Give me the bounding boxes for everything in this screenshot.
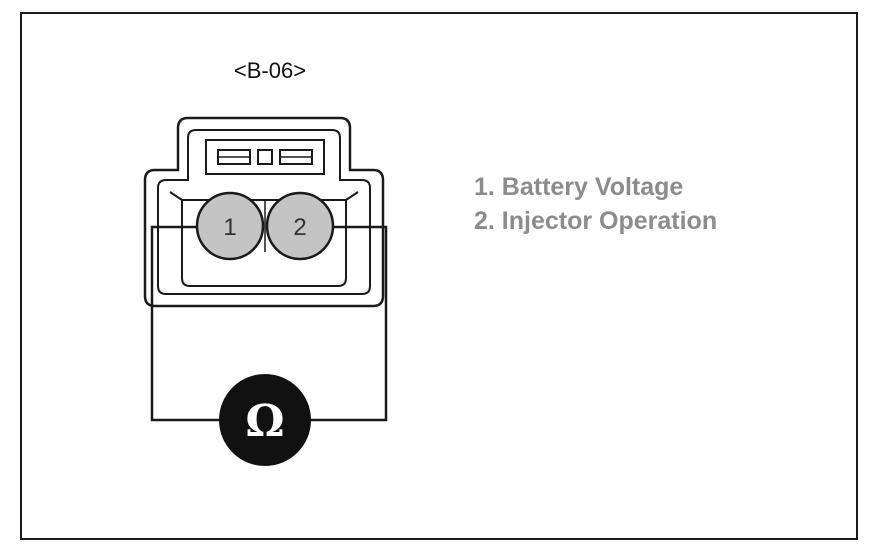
legend-item-pin-1: 1. Battery Voltage bbox=[474, 173, 684, 201]
ohmmeter bbox=[219, 374, 311, 466]
bay-corner bbox=[345, 191, 359, 201]
ohm-symbol: Ω bbox=[245, 396, 284, 447]
pin-1 bbox=[195, 191, 265, 261]
legend-item-pin-2: 2. Injector Operation bbox=[474, 207, 718, 235]
connector-housing-inner bbox=[157, 129, 371, 295]
pin-2 bbox=[265, 191, 335, 261]
connector-id-label: <B-06> bbox=[233, 58, 307, 83]
pin-legend: 1. Battery Voltage 2. Injector Operation bbox=[474, 170, 717, 238]
locking-tab-slot-center bbox=[257, 149, 273, 165]
meter-lead-left bbox=[150, 225, 220, 422]
bay-corner bbox=[169, 191, 183, 201]
meter-lead-right bbox=[310, 225, 388, 422]
diagram-frame bbox=[20, 12, 858, 540]
pin-2-number: 2 bbox=[293, 214, 306, 241]
pin-1-number: 1 bbox=[223, 214, 236, 241]
pin-bay bbox=[181, 199, 347, 287]
